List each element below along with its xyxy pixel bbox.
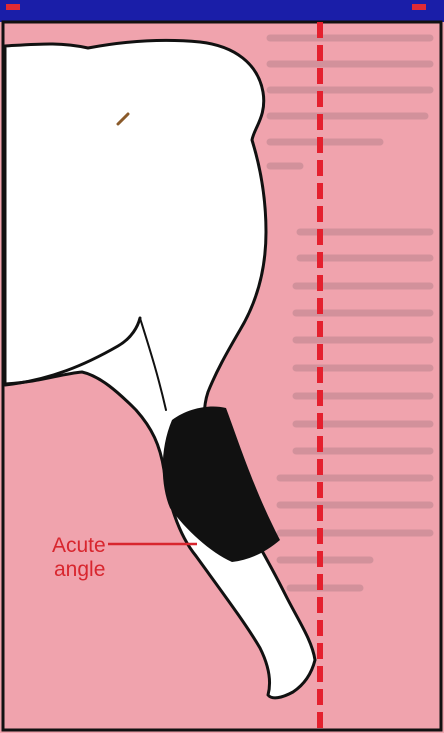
callout-line-1: Acute: [52, 534, 106, 558]
acute-angle-label: Acute angle: [52, 534, 106, 582]
callout-line-2: angle: [52, 558, 106, 582]
top-bar: [0, 0, 444, 24]
